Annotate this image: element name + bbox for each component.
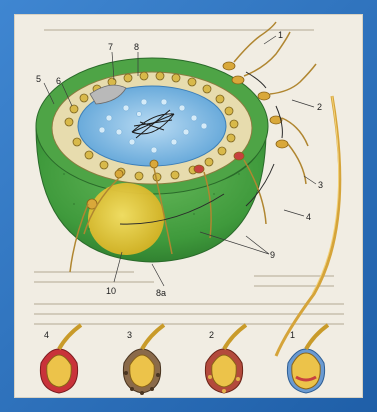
stage-label-2: 2: [209, 330, 214, 340]
label-8: 8: [134, 42, 139, 52]
label-4: 4: [306, 212, 311, 222]
label-9: 9: [270, 250, 275, 260]
label-8a: 8a: [156, 288, 166, 298]
label-5: 5: [36, 74, 41, 84]
label-3: 3: [318, 180, 323, 190]
label-2: 2: [317, 102, 322, 112]
label-10: 10: [106, 286, 116, 296]
label-7: 7: [108, 42, 113, 52]
yolk-region: [88, 183, 164, 255]
stage-label-1: 1: [290, 330, 295, 340]
egg-cell: [36, 58, 268, 262]
label-6: 6: [56, 76, 61, 86]
label-1: 1: [278, 30, 283, 40]
stage-label-3: 3: [127, 330, 132, 340]
stage-label-4: 4: [44, 330, 49, 340]
fertilization-diagram: 1 2 3 4 5 6 7 8 8a 9 10: [14, 14, 363, 398]
long-sperm: [276, 96, 340, 356]
diagram-page: 1 2 3 4 5 6 7 8 8a 9 10: [14, 14, 363, 398]
